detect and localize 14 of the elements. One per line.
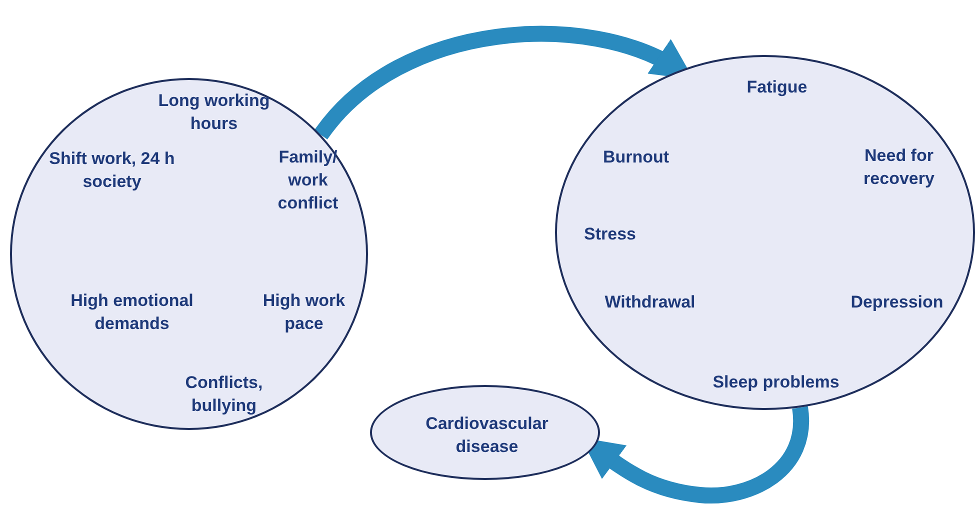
- node-text: Need for recovery: [862, 145, 936, 190]
- node-text: Burnout: [602, 146, 670, 168]
- node-text: Stress: [583, 224, 637, 246]
- node-text: Family/ work conflict: [276, 146, 340, 214]
- node-text: Fatigue: [746, 76, 808, 98]
- node-text: Conflicts, bullying: [184, 372, 264, 417]
- node-text: Sleep problems: [712, 372, 840, 394]
- node-text: Long working hours: [157, 90, 271, 135]
- node-text: Shift work, 24 h society: [48, 148, 176, 193]
- node-text: High work pace: [262, 290, 346, 335]
- node-text: Withdrawal: [604, 292, 696, 314]
- node-text: Depression: [850, 292, 944, 314]
- node-text: Cardiovascular disease: [424, 413, 550, 458]
- node-text: High emotional demands: [70, 290, 194, 335]
